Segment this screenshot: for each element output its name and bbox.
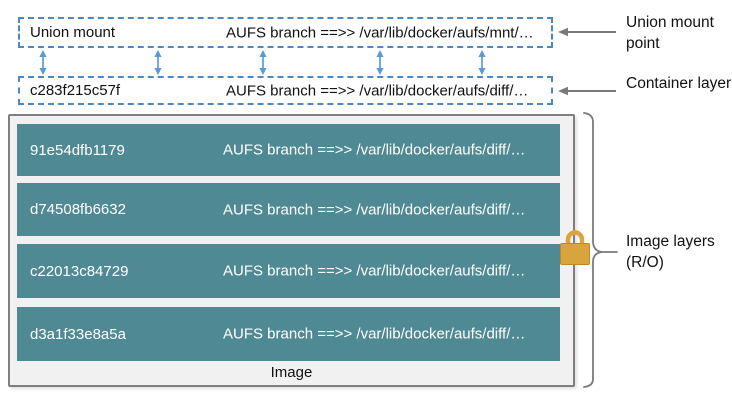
layer-id: 91e54dfb1179 <box>30 141 125 159</box>
container-layer-box: c283f215c57f AUFS branch ==>> /var/lib/d… <box>18 76 553 105</box>
union-mount-path: AUFS branch ==>> /var/lib/docker/aufs/mn… <box>226 24 534 41</box>
container-layer-path: AUFS branch ==>> /var/lib/docker/aufs/di… <box>226 82 529 99</box>
double-arrow-icon <box>478 50 486 75</box>
double-arrow-icon <box>376 50 384 75</box>
double-arrow-icon <box>259 50 267 75</box>
layer-path: AUFS branch ==>> /var/lib/docker/aufs/di… <box>223 262 526 280</box>
callout-union-mount-point: Union mount point <box>626 14 714 52</box>
double-arrow-icon <box>154 50 162 75</box>
left-arrow-icon <box>558 27 616 37</box>
lock-icon <box>560 230 590 265</box>
layer-id: c22013c84729 <box>30 262 129 280</box>
left-arrow-icon <box>558 86 616 96</box>
layer-id: d74508fb6632 <box>30 201 126 218</box>
layer-path: AUFS branch ==>> /var/lib/docker/aufs/di… <box>223 325 526 343</box>
double-arrow-icon <box>39 50 47 75</box>
image-layer-row: d3a1f33e8a5a AUFS branch ==>> /var/lib/d… <box>17 307 560 361</box>
container-layer-id: c283f215c57f <box>30 82 121 99</box>
layer-path: AUFS branch ==>> /var/lib/docker/aufs/di… <box>223 201 526 218</box>
layer-path: AUFS branch ==>> /var/lib/docker/aufs/di… <box>223 141 526 159</box>
layer-id: d3a1f33e8a5a <box>30 325 126 343</box>
image-caption: Image <box>270 364 313 381</box>
image-box: 91e54dfb1179 AUFS branch ==>> /var/lib/d… <box>8 114 575 387</box>
image-layer-row: d74508fb6632 AUFS branch ==>> /var/lib/d… <box>17 183 560 236</box>
union-mount-label: Union mount <box>30 24 116 41</box>
union-mount-box: Union mount AUFS branch ==>> /var/lib/do… <box>18 17 553 48</box>
callout-image-layers: Image layers (R/O) <box>626 233 715 271</box>
callout-container-layer: Container layer <box>626 75 732 92</box>
image-layer-row: 91e54dfb1179 AUFS branch ==>> /var/lib/d… <box>17 124 560 176</box>
image-layer-row: c22013c84729 AUFS branch ==>> /var/lib/d… <box>17 244 560 298</box>
